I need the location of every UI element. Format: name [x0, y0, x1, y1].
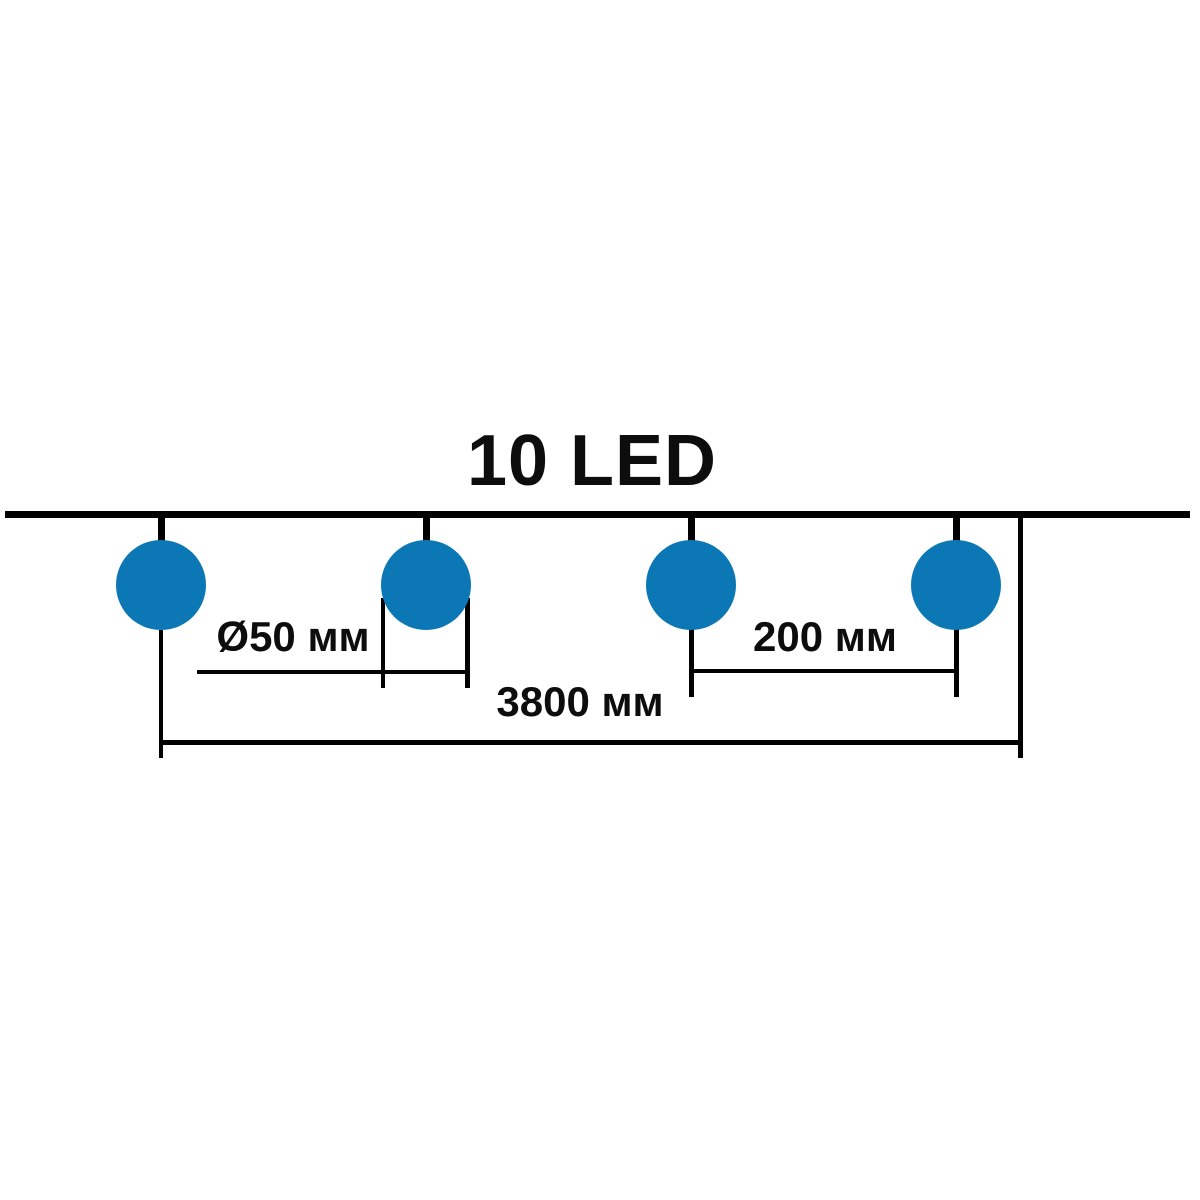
- diagram-title: 10 LED: [466, 421, 718, 501]
- total-length-dimension-label: 3800 мм: [496, 678, 664, 725]
- diameter-dimension-label: Ø50 мм: [216, 613, 370, 660]
- diameter-dimension-line: [197, 670, 470, 674]
- total-length-extension-right: [1018, 518, 1023, 758]
- led-bulb: [381, 540, 471, 630]
- spacing-dimension-label: 200 мм: [753, 613, 897, 660]
- led-bulb: [116, 540, 206, 630]
- garland-wire-line: [5, 511, 1190, 518]
- bulb-stem: [688, 517, 695, 543]
- bulb-stem: [158, 517, 165, 543]
- spacing-dimension-line: [691, 669, 956, 673]
- spacing-dimension-tick-right: [954, 626, 959, 697]
- total-length-dimension-line: [161, 740, 1022, 745]
- bulb-stem: [953, 517, 960, 543]
- total-length-extension-left: [159, 630, 163, 758]
- led-bulb: [911, 540, 1001, 630]
- diameter-dimension-tick-left: [381, 598, 385, 688]
- bulb-stem: [423, 517, 430, 543]
- led-bulb: [646, 540, 736, 630]
- diameter-dimension-tick-right: [465, 598, 470, 688]
- spacing-dimension-tick-left: [689, 628, 694, 697]
